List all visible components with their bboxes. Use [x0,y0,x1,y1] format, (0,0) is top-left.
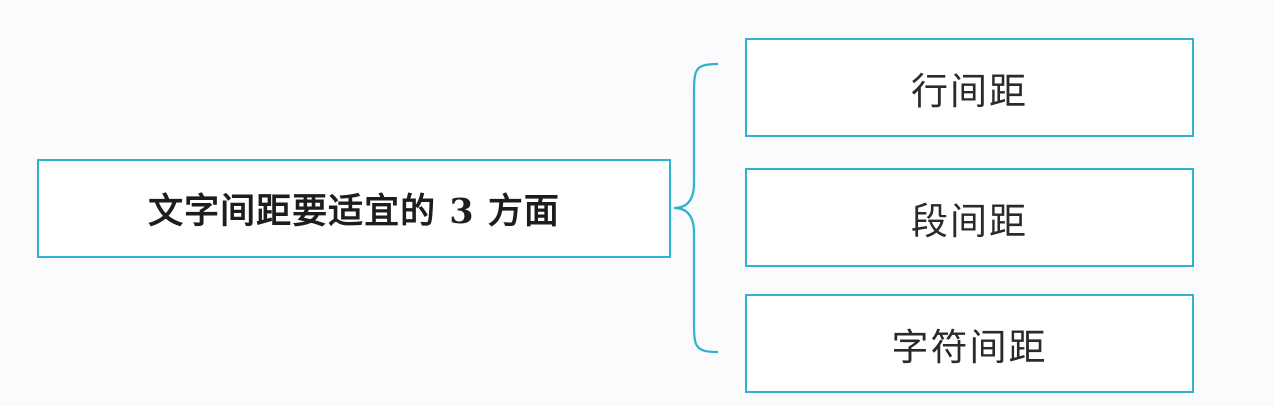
item-box-character-spacing: 字符间距 [745,294,1194,393]
main-topic-box: 文字间距要适宜的 3 方面 [37,159,671,258]
brace-path [673,62,719,354]
item-box-paragraph-spacing: 段间距 [745,168,1194,267]
item-label: 行间距 [911,69,1028,113]
item-label: 字符间距 [891,325,1048,369]
main-topic-label: 文字间距要适宜的 3 方面 [148,191,560,232]
item-label: 段间距 [911,199,1028,243]
item-box-line-spacing: 行间距 [745,38,1194,137]
